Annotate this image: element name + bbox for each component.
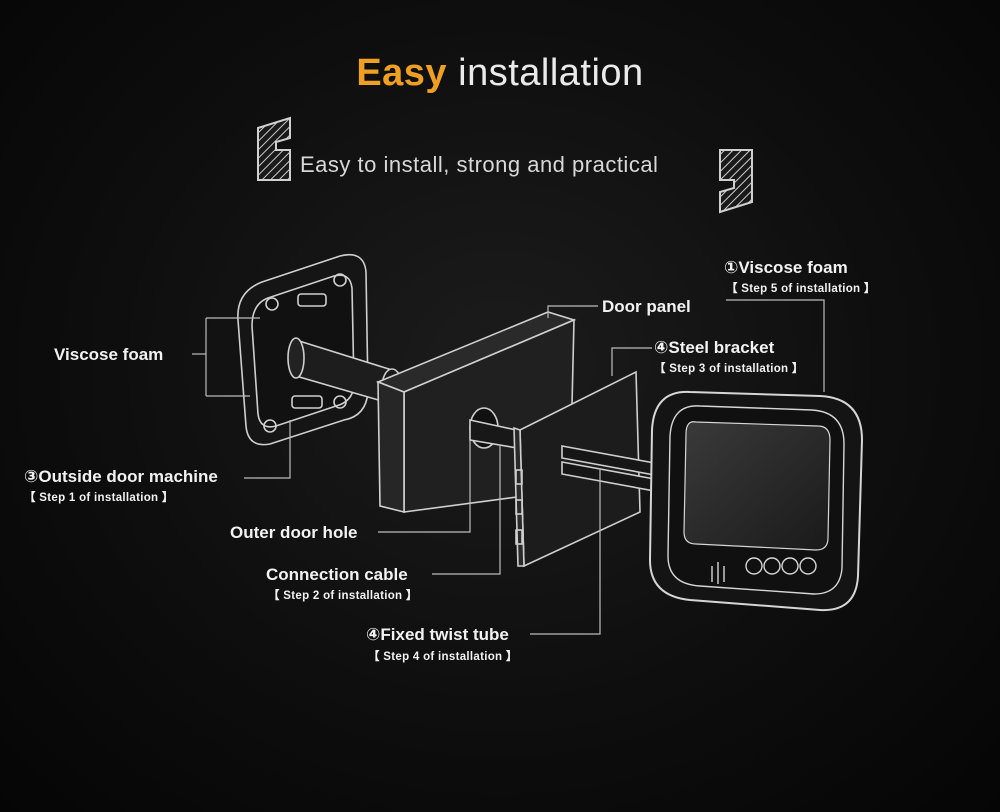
label-steel-bracket: ④Steel bracket: [654, 338, 775, 357]
step-viscose-foam-right: 【 Step 5 of installation 】: [726, 283, 876, 295]
open-quote-icon: [257, 116, 291, 181]
step-fixed-twist-tube: 【 Step 4 of installation 】: [368, 651, 518, 663]
indoor-monitor: [648, 390, 864, 612]
step-outside-door-machine: 【 Step 1 of installation 】: [24, 492, 174, 504]
step-connection-cable: 【 Step 2 of installation 】: [268, 590, 418, 602]
outside-door-machine: [237, 253, 403, 446]
close-quote-icon: [719, 149, 753, 214]
label-viscose-foam-right: ①Viscose foam: [724, 258, 848, 277]
title-highlight: Easy: [356, 52, 448, 94]
page-subtitle: Easy to install, strong and practical: [300, 152, 659, 177]
label-fixed-twist-tube: ④Fixed twist tube: [366, 625, 509, 644]
control-button-icon: [745, 557, 817, 575]
step-steel-bracket: 【 Step 3 of installation 】: [654, 363, 804, 375]
title-rest: installation: [458, 52, 644, 94]
leader-lines: [192, 299, 825, 635]
label-viscose-foam-left: Viscose foam: [54, 345, 164, 364]
label-outer-door-hole: Outer door hole: [230, 523, 358, 542]
label-connection-cable: Connection cable: [266, 565, 408, 584]
label-outside-door-machine: ③Outside door machine: [24, 467, 218, 486]
label-door-panel: Door panel: [602, 297, 691, 316]
page-title: Easy installation: [0, 52, 1000, 95]
brand-logo-icon: [711, 562, 725, 584]
